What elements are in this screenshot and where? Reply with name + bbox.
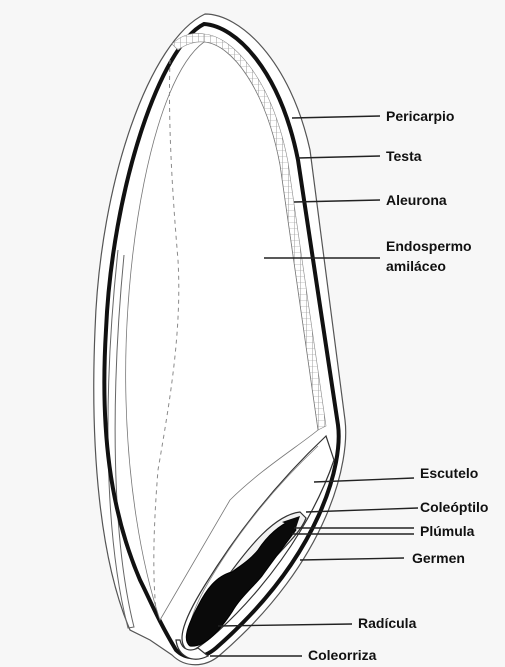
label-pericarpio: Pericarpio: [386, 108, 454, 124]
label-coleorriza: Coleorriza: [308, 647, 377, 663]
label-endospermo-line1: Endospermo: [386, 238, 472, 254]
label-escutelo: Escutelo: [420, 465, 478, 481]
leader-germen: [300, 558, 404, 560]
label-germen: Germen: [412, 550, 465, 566]
leader-pericarpio: [292, 116, 380, 118]
label-plumula: Plúmula: [420, 523, 475, 539]
label-aleurona: Aleurona: [386, 192, 447, 208]
label-testa: Testa: [386, 148, 422, 164]
label-endospermo-line2: amiláceo: [386, 258, 446, 274]
label-coleoptilo: Coleóptilo: [420, 499, 488, 515]
label-radicula: Radícula: [358, 615, 417, 631]
